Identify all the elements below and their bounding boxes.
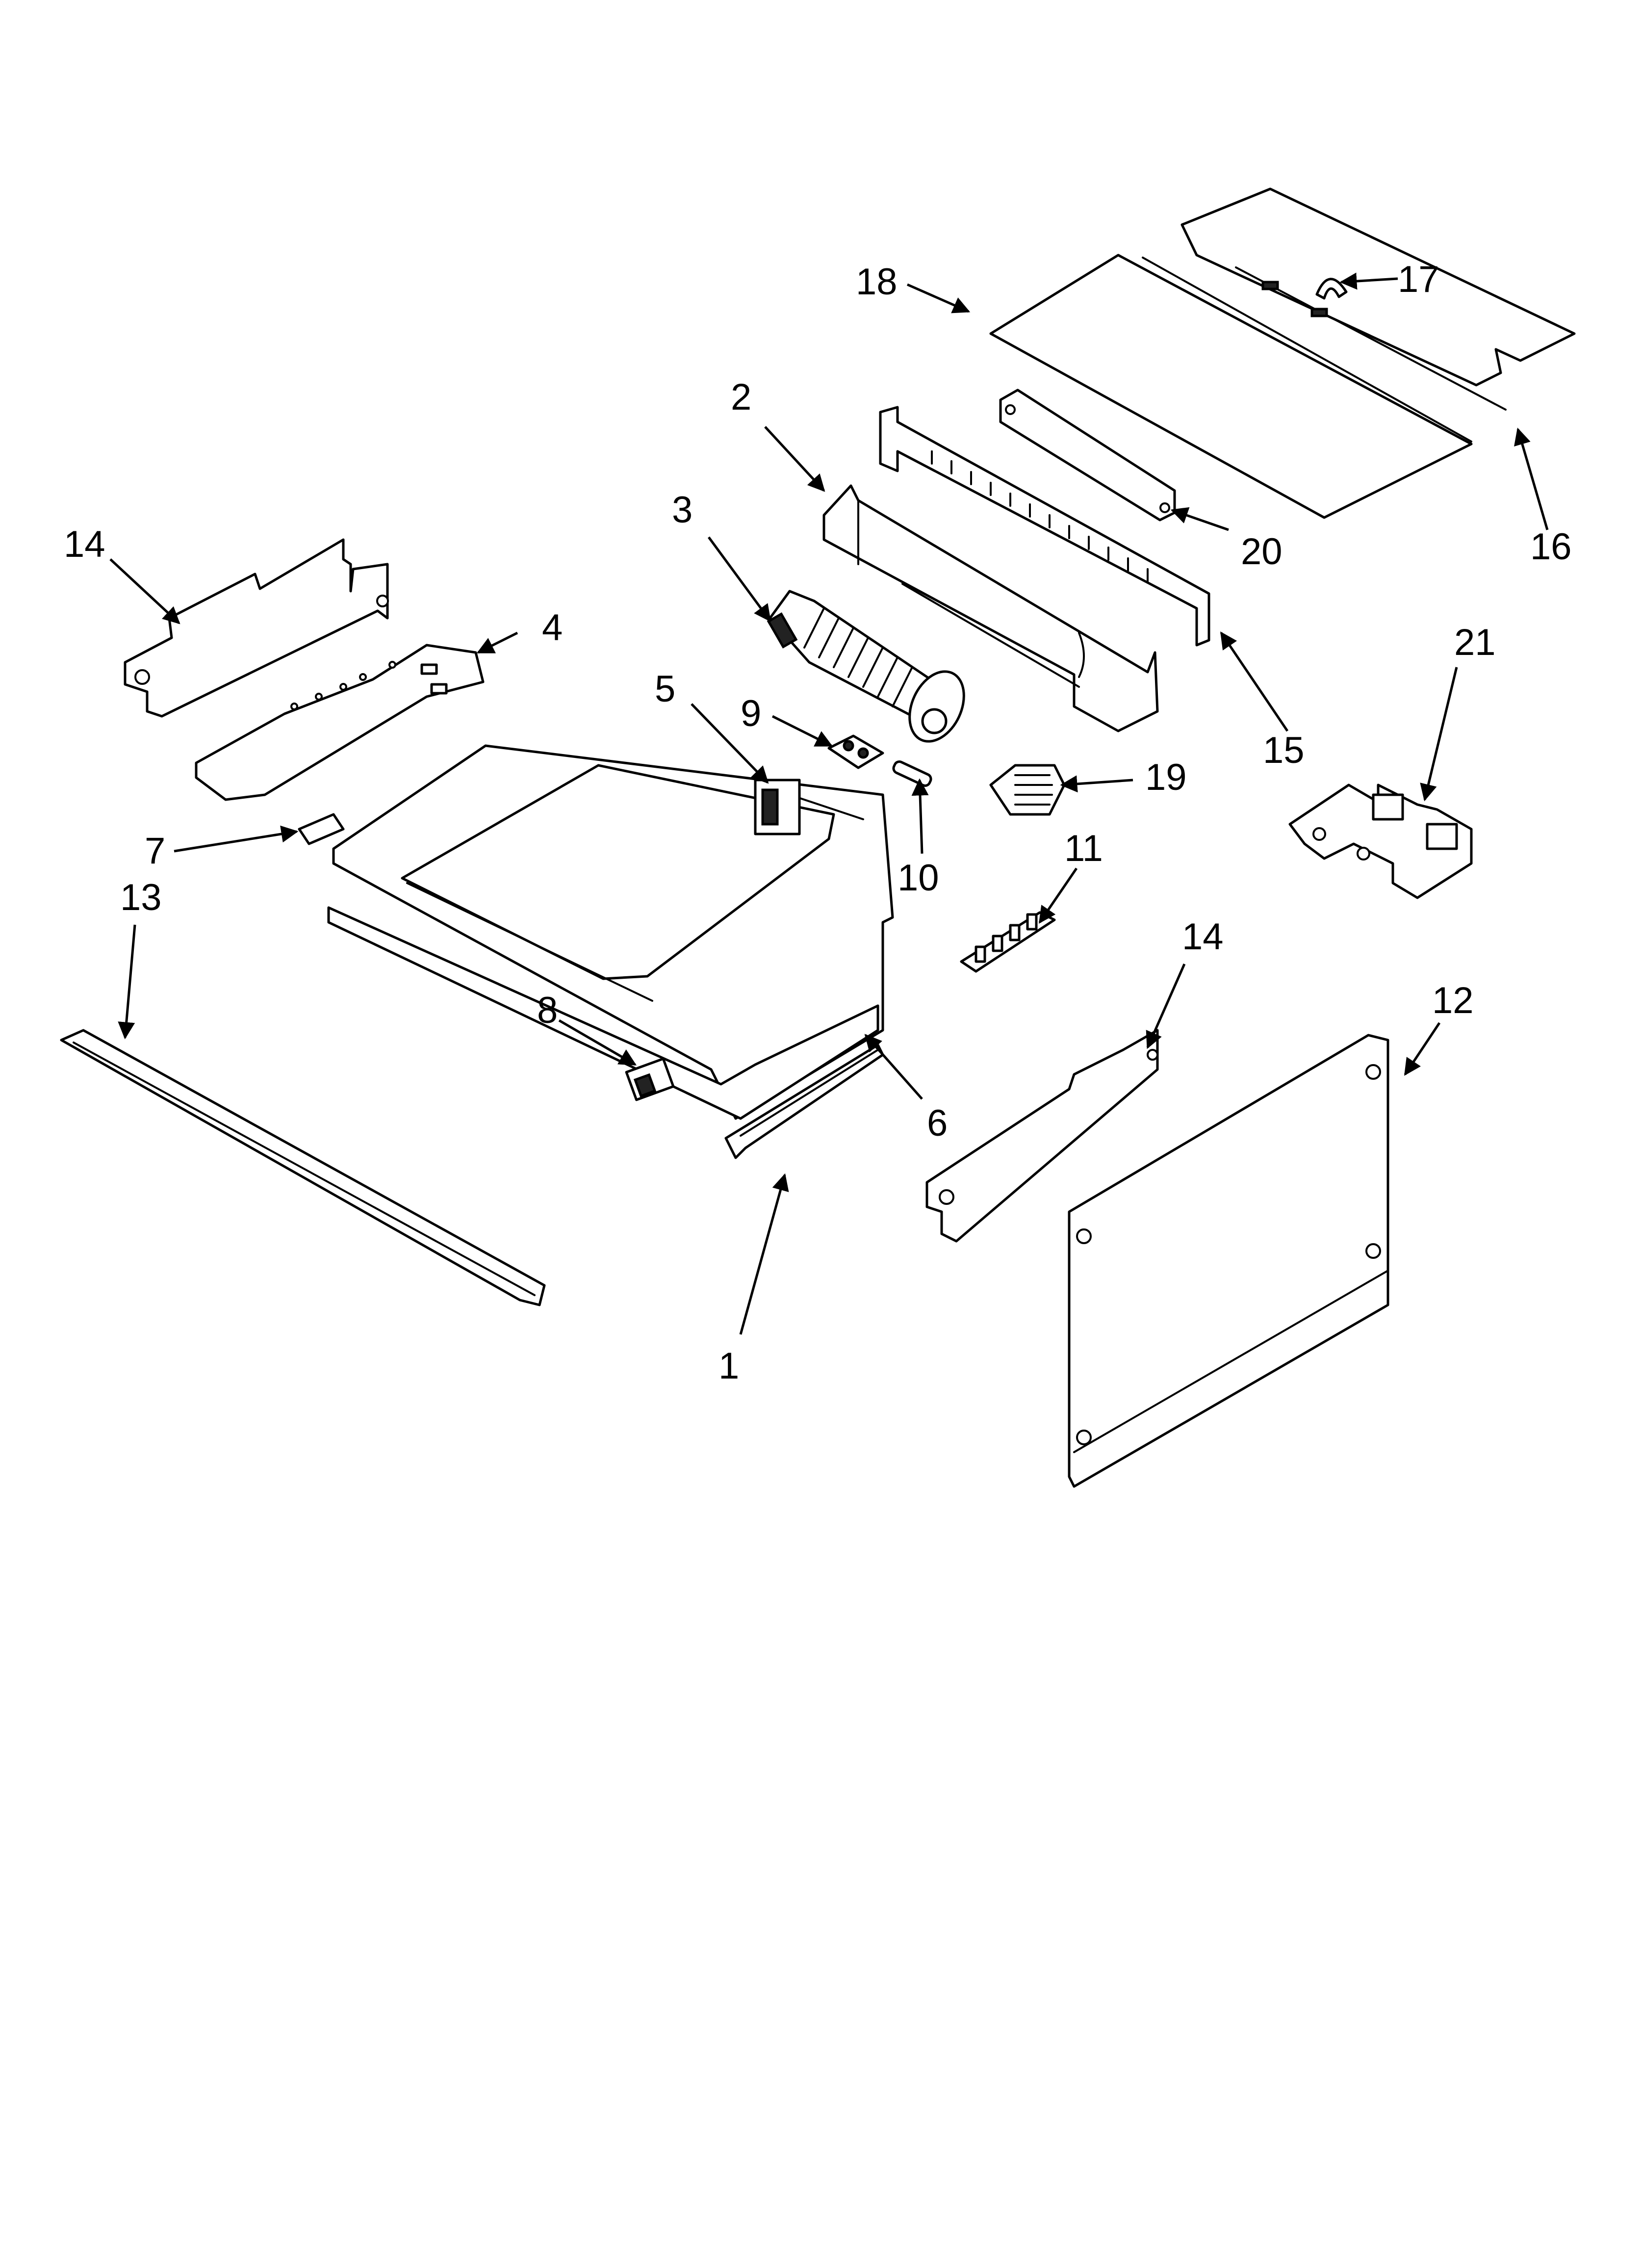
part-15-slotted-bracket: [879, 406, 1210, 647]
callout-11: 11: [1064, 828, 1103, 869]
callout-6: 6: [927, 1102, 948, 1144]
callout-3: 3: [672, 489, 693, 531]
part-2-duct-housing: [822, 484, 1159, 732]
part-1-front-channel: [724, 1043, 884, 1159]
callout-20: 20: [1241, 531, 1283, 573]
callout-labels: 18 17 16 2 20 3 14 4 15 21 5 9 19 10 11 …: [64, 259, 1572, 1387]
part-21-control-bracket: [1288, 783, 1473, 899]
part-14-right-side-bracket: [925, 1029, 1159, 1243]
part-4-mounting-plate: [195, 644, 485, 801]
callout-7: 7: [145, 830, 165, 872]
callout-1: 1: [718, 1345, 739, 1387]
part-18-vent-panel: [989, 254, 1473, 519]
part-9-terminal: [827, 734, 884, 769]
part-17-clip: [1261, 278, 1348, 317]
callout-8: 8: [537, 990, 558, 1031]
callout-13: 13: [120, 877, 162, 918]
callout-10: 10: [898, 857, 939, 899]
part-10-fuse: [892, 760, 932, 787]
part-3-blower-motor: [767, 590, 965, 743]
part-14-left-side-bracket: [124, 538, 389, 718]
callout-14-left: 14: [64, 523, 105, 565]
callout-4: 4: [542, 607, 563, 649]
callout-21: 21: [1454, 622, 1496, 663]
callout-2: 2: [731, 376, 751, 418]
part-11-terminal-block: [960, 911, 1056, 973]
part-6-oven-top: [327, 744, 894, 1120]
callout-18: 18: [856, 261, 898, 303]
callout-5: 5: [655, 668, 675, 710]
callout-16: 16: [1530, 526, 1572, 568]
part-16-top-cover: [1180, 187, 1576, 411]
callout-12: 12: [1432, 980, 1474, 1021]
part-8-switch: [625, 1057, 675, 1101]
callout-15: 15: [1263, 730, 1305, 771]
part-12-front-panel: [1068, 1034, 1389, 1488]
part-13-front-trim: [60, 1029, 546, 1306]
callout-17: 17: [1398, 259, 1439, 300]
callout-14-right: 14: [1182, 916, 1224, 958]
callout-19: 19: [1145, 756, 1187, 798]
part-5-relay: [754, 779, 801, 835]
leader-lines: [109, 272, 1549, 1335]
part-7-small-clip: [298, 813, 345, 845]
part-19-transformer: [989, 764, 1066, 816]
callout-9: 9: [741, 693, 761, 734]
